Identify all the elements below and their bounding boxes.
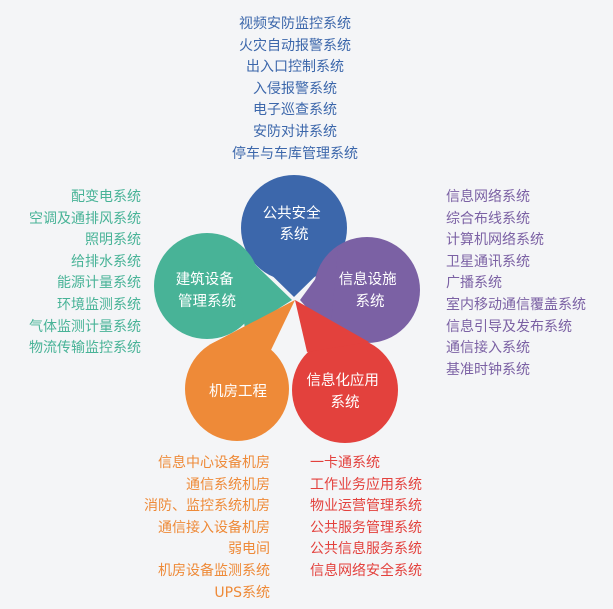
- petal-public-safety[interactable]: 公共安全 系统: [241, 175, 347, 297]
- list-item: 物流传输监控系统: [29, 340, 141, 357]
- list-item: 信息网络安全系统: [310, 562, 422, 579]
- list-item: 信息中心设备机房: [158, 455, 270, 471]
- list-item: 安防对讲系统: [253, 123, 337, 140]
- petal-info-facility[interactable]: 信息设施 系统: [300, 237, 420, 343]
- petal-label: 建筑设备 管理系统: [176, 271, 239, 310]
- list-item: 通信系统机房: [186, 476, 270, 493]
- petal-shape: [185, 337, 289, 441]
- public-safety-system-list: 视频安防监控系统 火灾自动报警系统 出入口控制系统 入侵报警系统 电子巡查系统 …: [215, 14, 375, 165]
- petal-tip: [209, 300, 295, 350]
- list-item: 环境监测系统: [57, 296, 141, 313]
- list-item: 公共服务管理系统: [310, 519, 422, 536]
- it-application-system-list: 一卡通系统 工作业务应用系统 物业运营管理系统 公共服务管理系统 公共信息服务系…: [310, 453, 450, 583]
- list-item: 通信接入设备机房: [158, 519, 270, 536]
- list-item: 公共信息服务系统: [310, 541, 422, 558]
- list-item: 出入口控制系统: [246, 59, 344, 76]
- list-item: 弱电间: [228, 541, 270, 558]
- petal-shape: [292, 337, 398, 443]
- building-management-system-list: 配变电系统 空调及通排风系统 照明系统 给排水系统 能源计量系统 环境监测系统 …: [0, 187, 141, 360]
- list-item: 基准时钟系统: [446, 361, 530, 378]
- machine-room-system-list: 信息中心设备机房 通信系统机房 消防、监控系统机房 通信接入设备机房 弱电间 机…: [120, 453, 270, 604]
- petal-it-application[interactable]: 信息化应用 系统: [292, 300, 398, 443]
- petal-shape: [314, 237, 420, 343]
- list-item: 火灾自动报警系统: [239, 37, 351, 54]
- list-item: 配变电系统: [71, 189, 141, 205]
- petal-label: 信息设施 系统: [339, 271, 402, 310]
- list-item: 工作业务应用系统: [310, 476, 422, 493]
- list-item: 给排水系统: [71, 253, 141, 270]
- info-facility-system-list: 信息网络系统 综合布线系统 计算机网络系统 卫星通讯系统 广播系统 室内移动通信…: [446, 187, 611, 381]
- list-item: 视频安防监控系统: [239, 16, 351, 32]
- list-item: 通信接入系统: [446, 340, 530, 357]
- list-item: 停车与车库管理系统: [232, 145, 358, 162]
- list-item: 入侵报警系统: [253, 80, 337, 97]
- petal-label: 公共安全 系统: [263, 204, 326, 243]
- list-item: 广播系统: [446, 275, 502, 292]
- petal-label: 机房工程: [209, 383, 267, 400]
- petal-label: 信息化应用 系统: [306, 371, 383, 411]
- petal-shape: [154, 233, 260, 339]
- list-item: 信息网络系统: [446, 189, 530, 205]
- list-item: 物业运营管理系统: [310, 498, 422, 515]
- petal-tip: [295, 300, 369, 352]
- petal-tip: [235, 245, 292, 330]
- list-item: 消防、监控系统机房: [144, 498, 270, 515]
- list-item: 机房设备监测系统: [158, 562, 270, 579]
- petal-tip: [300, 248, 338, 334]
- list-item: 电子巡查系统: [253, 102, 337, 119]
- petal-tip: [251, 255, 337, 297]
- list-item: 照明系统: [85, 232, 141, 249]
- list-item: 气体监测计量系统: [29, 318, 141, 335]
- petal-machine-room[interactable]: 机房工程: [185, 300, 295, 441]
- petal-shape: [241, 175, 347, 281]
- petal-building-management[interactable]: 建筑设备 管理系统: [154, 233, 292, 339]
- list-item: 室内移动通信覆盖系统: [446, 296, 586, 313]
- list-item: 卫星通讯系统: [446, 253, 530, 270]
- list-item: 综合布线系统: [446, 210, 530, 227]
- list-item: 空调及通排风系统: [29, 210, 141, 227]
- list-item: 能源计量系统: [57, 275, 141, 292]
- list-item: 信息引导及发布系统: [446, 318, 572, 335]
- list-item: 一卡通系统: [310, 455, 380, 471]
- list-item: UPS系统: [214, 584, 270, 601]
- list-item: 计算机网络系统: [446, 232, 544, 249]
